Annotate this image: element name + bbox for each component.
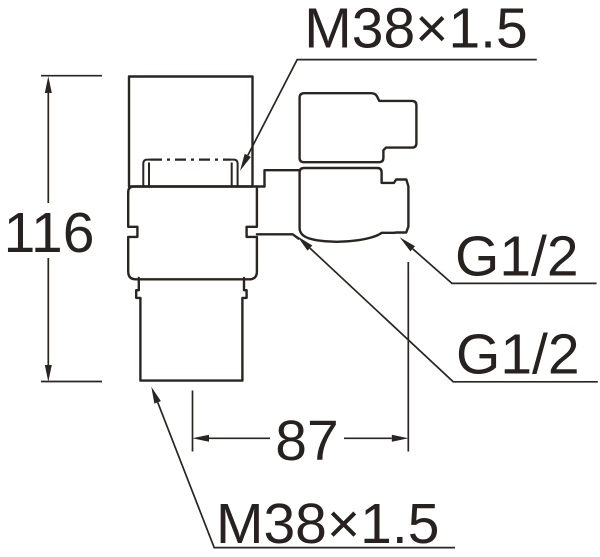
bottom-pipe [135,276,248,382]
valve-outline [126,75,418,382]
leader-arrow-icon [399,237,415,252]
leader-thread-top [247,58,537,156]
thread-section [142,158,239,187]
valve-cap [127,75,254,188]
arrow-right-icon [391,434,409,442]
leader-thread-bottom [156,401,455,549]
outlet-label-lower: G1/2 [456,323,580,387]
outlet-label-upper: G1/2 [455,225,579,289]
leader-arrow-icon [297,236,313,251]
dim-width [191,262,410,452]
dim-width-label: 87 [275,409,338,473]
valve-body [126,185,266,281]
leader-arrow-icon [151,386,161,404]
leader-arrow-icon [240,153,251,171]
dim-height-label: 116 [4,201,95,265]
dim-height [41,74,102,383]
arrow-up-icon [44,76,52,93]
side-connector [255,169,301,240]
leader-lines [151,58,598,549]
side-valve-block [298,166,410,243]
leader-outlet-lower [309,247,598,383]
thread-label-top: M38×1.5 [304,0,527,61]
thread-label-bottom: M38×1.5 [216,492,439,556]
arrow-down-icon [44,365,52,382]
side-elbow [298,92,418,164]
arrow-left-icon [192,434,209,442]
leader-outlet-upper [412,248,597,285]
